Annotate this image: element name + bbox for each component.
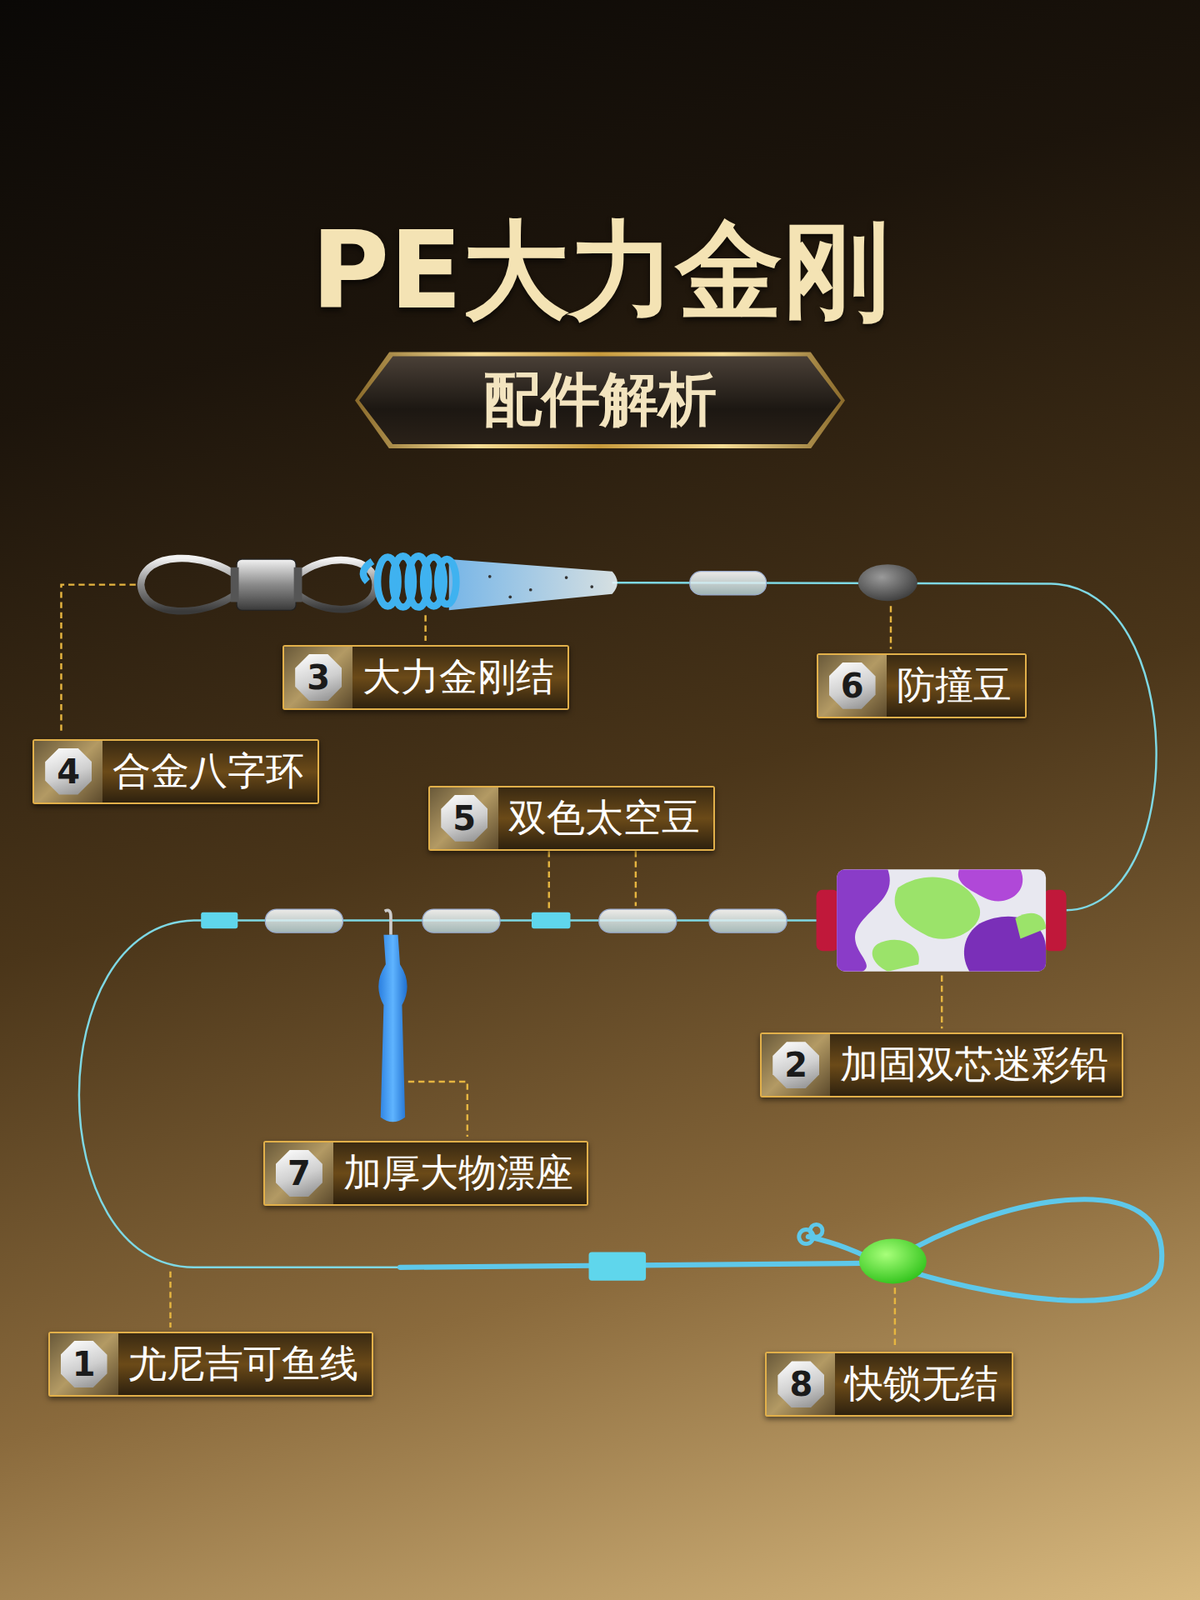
- rect-shape: [589, 1251, 647, 1280]
- braided-loop: [400, 1199, 1162, 1301]
- g-shape: [488, 575, 594, 599]
- banner-text: 配件解析: [483, 360, 717, 440]
- path-shape: [385, 910, 391, 935]
- part-name: 加厚大物漂座: [333, 1142, 587, 1205]
- rect-shape: [816, 890, 840, 951]
- number-frame: 2: [761, 1034, 830, 1096]
- rect-shape: [1044, 890, 1067, 951]
- lock-bead: [859, 1239, 927, 1285]
- alloy-swivel: [140, 558, 376, 611]
- path-shape: [940, 975, 943, 1030]
- path-shape: [1015, 913, 1046, 940]
- banner-face: 配件解析: [359, 355, 841, 445]
- callout-badge: 7加厚大物漂座: [263, 1140, 589, 1206]
- number-frame: 1: [50, 1333, 119, 1395]
- section-banner: 配件解析: [355, 351, 845, 449]
- path-shape: [424, 615, 426, 641]
- callout-badge: 5双色太空豆: [428, 785, 715, 851]
- rect-shape: [265, 909, 343, 933]
- rect-shape: [531, 912, 571, 930]
- callout-number: 6: [829, 662, 876, 710]
- rect-shape: [200, 912, 238, 930]
- callout-number: 8: [777, 1360, 825, 1408]
- number-frame: 6: [818, 655, 887, 717]
- camo-lead: [816, 869, 1067, 971]
- path-shape: [449, 559, 618, 610]
- callout-number: 5: [440, 795, 488, 842]
- path-shape: [169, 1271, 171, 1328]
- ellipse-shape: [437, 559, 456, 605]
- callout-number: 1: [60, 1340, 108, 1388]
- pe-knot: [363, 555, 618, 610]
- path-shape: [894, 1287, 896, 1348]
- number-frame: 5: [430, 787, 499, 850]
- rect-shape: [422, 909, 500, 933]
- number-frame: 7: [265, 1142, 334, 1205]
- rect-shape: [709, 909, 787, 933]
- rect-shape: [294, 567, 303, 603]
- callout-badge: 6防撞豆: [816, 653, 1027, 719]
- callout-number: 7: [275, 1150, 323, 1197]
- part-name: 大力金刚结: [352, 646, 568, 709]
- line-stoppers: [200, 912, 646, 1281]
- float-seat: [378, 910, 407, 1122]
- callout-badge: 2加固双芯迷彩铅: [760, 1032, 1124, 1098]
- path-shape: [548, 850, 550, 909]
- callout-number: 2: [772, 1041, 820, 1089]
- path-shape: [363, 560, 373, 581]
- fishing-line: [79, 582, 1157, 1268]
- circle-shape: [810, 1224, 823, 1237]
- path-shape: [808, 1236, 868, 1257]
- path-shape: [612, 582, 1157, 910]
- part-name: 合金八字环: [102, 740, 318, 803]
- path-shape: [79, 920, 837, 1267]
- path-shape: [60, 585, 135, 735]
- path-shape: [958, 869, 1023, 901]
- callout-number: 4: [45, 748, 92, 795]
- path-shape: [295, 560, 376, 610]
- space-beads: [265, 571, 787, 933]
- path-shape: [872, 940, 920, 972]
- callout-number: 3: [295, 654, 342, 701]
- path-shape: [140, 558, 238, 611]
- circle-shape: [488, 575, 492, 579]
- part-name: 防撞豆: [886, 655, 1025, 717]
- path-shape: [890, 605, 892, 649]
- callout-badge: 8快锁无结: [765, 1351, 1014, 1417]
- path-shape: [378, 935, 407, 1123]
- part-name: 双色太空豆: [498, 787, 714, 850]
- circle-shape: [590, 585, 594, 589]
- rect-shape: [230, 567, 240, 603]
- number-frame: 3: [284, 646, 353, 709]
- bumper-bead: [858, 564, 918, 601]
- part-name: 快锁无结: [835, 1353, 1012, 1415]
- circle-shape: [565, 575, 569, 580]
- number-frame: 8: [766, 1353, 835, 1415]
- rect-shape: [599, 909, 677, 933]
- leader-lines: [60, 585, 942, 1349]
- path-shape: [635, 850, 637, 906]
- g-shape: [836, 869, 1046, 971]
- path-shape: [890, 1199, 1162, 1301]
- part-name: 加固双芯迷彩铅: [830, 1034, 1122, 1096]
- number-frame: 4: [34, 740, 103, 803]
- callout-badge: 4合金八字环: [32, 739, 320, 805]
- callout-badge: 3大力金刚结: [282, 645, 570, 710]
- title: PE大力金刚: [0, 215, 1200, 327]
- rect-shape: [690, 571, 767, 595]
- part-name: 尤尼吉可鱼线: [118, 1333, 372, 1395]
- g-shape: [363, 555, 456, 607]
- circle-shape: [529, 588, 533, 592]
- rect-shape: [236, 559, 296, 610]
- circle-shape: [508, 595, 512, 599]
- callout-badge: 1尤尼吉可鱼线: [48, 1331, 374, 1397]
- path-shape: [408, 1081, 468, 1137]
- rect-shape: [836, 869, 1046, 971]
